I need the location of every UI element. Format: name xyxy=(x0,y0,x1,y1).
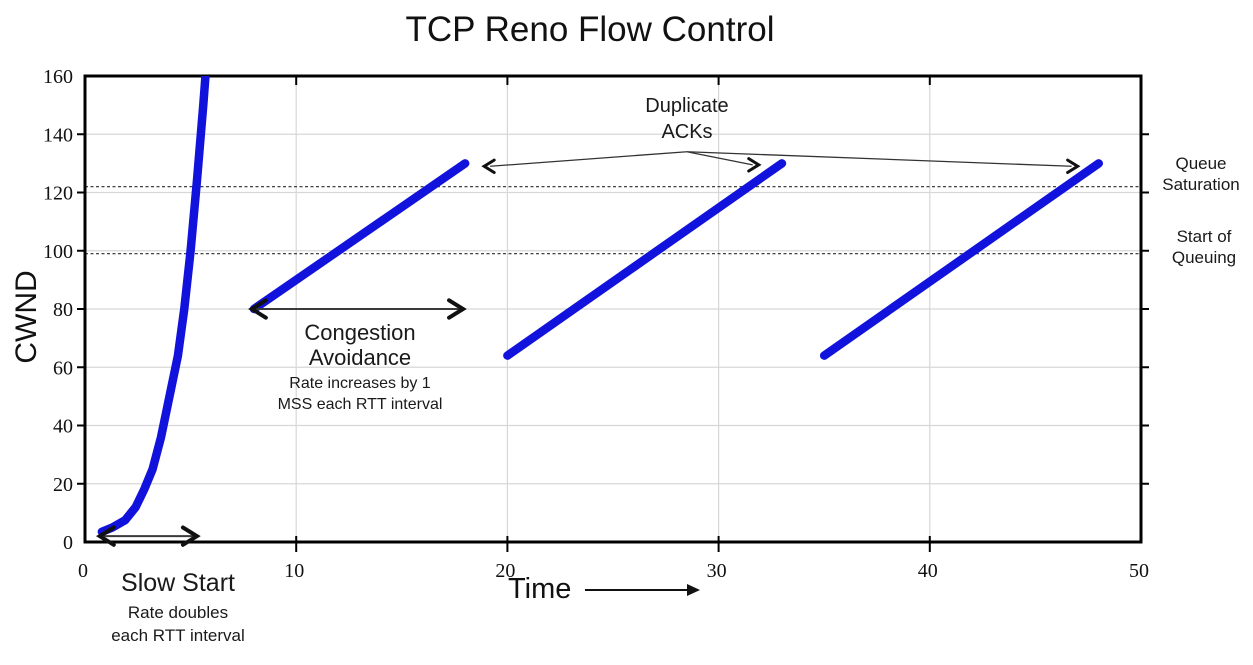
slow-start-line-1: Rate doubles xyxy=(127,603,229,623)
series-slow-start-curve xyxy=(97,76,210,537)
x-tick-label: 20 xyxy=(495,560,515,582)
x-axis-title: Time xyxy=(508,573,701,606)
y-tick-label: 100 xyxy=(43,241,73,263)
slow-start-annotation: Slow Start Rate doubles each RTT interva… xyxy=(78,568,278,647)
y-tick-label: 40 xyxy=(53,416,73,438)
x-tick-label: 40 xyxy=(918,560,938,582)
x-tick-label: 30 xyxy=(707,560,727,582)
y-tick-label: 120 xyxy=(43,183,73,205)
x-axis-title-text: Time xyxy=(508,573,572,605)
series-congestion-avoidance-3 xyxy=(819,159,1104,360)
y-tick-label: 160 xyxy=(43,66,73,88)
y-tick-label: 140 xyxy=(43,124,73,146)
time-arrow-icon xyxy=(585,583,701,596)
slow-start-line-2: each RTT interval xyxy=(111,626,245,646)
fan-arrowhead-icon xyxy=(747,157,762,173)
y-tick-label: 80 xyxy=(53,299,73,321)
duplicate-acks-annotation: Duplicate ACKs xyxy=(645,95,729,143)
span-arrowhead-right-icon xyxy=(447,298,467,320)
x-tick-label: 10 xyxy=(284,560,304,582)
slow-start-heading: Slow Start xyxy=(121,569,235,597)
y-tick-label: 0 xyxy=(63,532,73,554)
span-arrowhead-left-icon xyxy=(248,298,268,320)
fan-arrow-line xyxy=(686,151,753,166)
x-tick-label: 50 xyxy=(1129,560,1149,582)
series-congestion-avoidance-2 xyxy=(503,159,787,360)
chart-title: TCP Reno Flow Control xyxy=(405,10,775,49)
span-arrowhead-left-icon xyxy=(95,525,116,547)
queue-saturation-label: Queue Saturation xyxy=(1162,154,1240,194)
congestion-avoidance-annotation: Congestion Avoidance Rate increases by 1… xyxy=(265,320,455,415)
congestion-avoidance-line-2: MSS each RTT interval xyxy=(277,396,443,413)
fan-arrowhead-icon xyxy=(1066,158,1081,174)
series-congestion-avoidance-1 xyxy=(249,159,470,314)
fan-arrow-line xyxy=(686,151,1072,167)
y-tick-label: 20 xyxy=(53,474,73,496)
x-tick-label: 0 xyxy=(78,560,88,582)
congestion-avoidance-heading: Congestion Avoidance xyxy=(304,320,416,370)
start-of-queuing-label: Start of Queuing xyxy=(1171,227,1237,267)
span-arrowhead-right-icon xyxy=(180,525,201,547)
y-tick-label: 60 xyxy=(53,357,73,379)
y-axis-title: CWND xyxy=(10,270,43,364)
congestion-avoidance-line-1: Rate increases by 1 xyxy=(289,375,431,392)
fan-arrow-line xyxy=(490,151,687,167)
fan-arrowhead-icon xyxy=(481,158,496,174)
